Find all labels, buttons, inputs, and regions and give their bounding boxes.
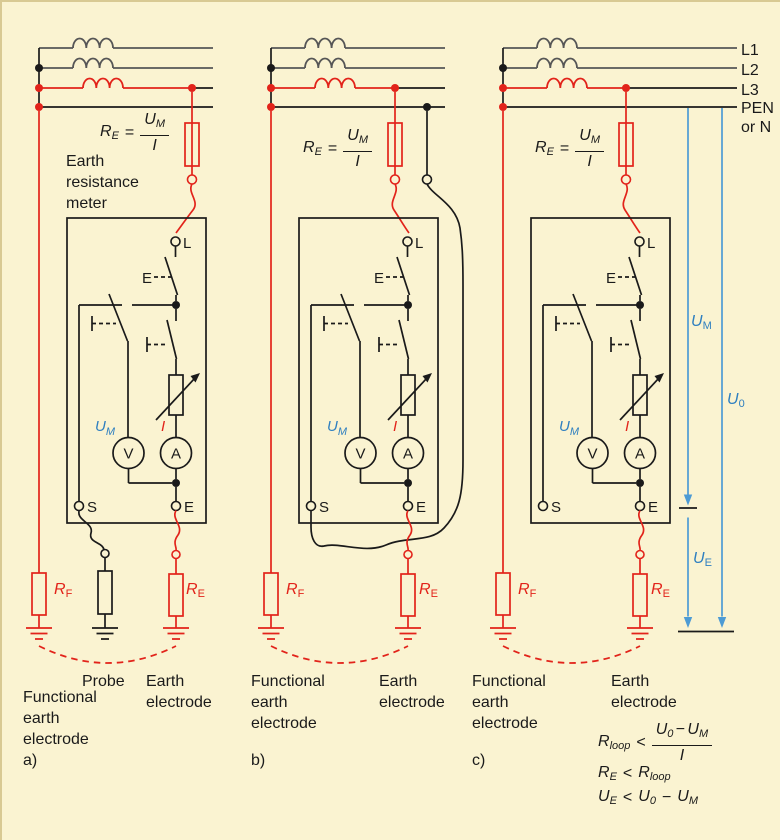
formula-rloop: Rloop < U0 − UM I — [598, 720, 713, 765]
panel-a-circuit — [26, 37, 213, 664]
ue-arrowhead-icon — [683, 617, 693, 628]
line-label-l1: L1 — [741, 42, 759, 59]
um-voltage-label: UM — [691, 313, 712, 332]
panel-c-circuit — [490, 37, 737, 664]
functional-earth-caption-c: Functional earth electrode — [472, 673, 546, 732]
meter-caption: Earth resistance meter — [66, 153, 139, 212]
meter-a — [66, 217, 207, 524]
rf-label-c: RF — [518, 581, 537, 600]
star-point-b — [266, 47, 276, 112]
page-edge-left — [0, 0, 2, 840]
re-branch-c — [627, 511, 653, 640]
um-arrowhead-icon — [683, 494, 693, 506]
panel-letter-a: a) — [23, 752, 38, 769]
fuse-branch-c — [618, 92, 641, 234]
line-label-pen: PEN — [741, 100, 774, 117]
formula-re-lt-rloop: RE < Rloop — [598, 764, 671, 783]
fuse-branch-a — [175, 92, 200, 234]
pen-to-s-wire-b — [310, 111, 464, 550]
re-label-a: RE — [186, 581, 205, 600]
earth-electrode-caption-a: Earth electrode — [146, 673, 212, 711]
re-label-c: RE — [651, 581, 670, 600]
probe-branch-a — [78, 510, 119, 640]
fuse-a — [184, 122, 200, 167]
soil-arc-c — [502, 645, 641, 664]
ue-voltage-label: UE — [693, 550, 712, 569]
meter-b — [298, 217, 439, 524]
line-label-or-n: or N — [741, 119, 772, 136]
rf-branch-b — [258, 111, 284, 639]
supply-lines-a — [39, 37, 213, 108]
rf-label-b: RF — [286, 581, 305, 600]
u0-voltage-label: U0 — [727, 391, 745, 410]
meter-c — [530, 217, 671, 524]
voltage-annotation-arrows — [678, 108, 734, 633]
rf-branch-a — [26, 111, 52, 639]
page-edge-top — [0, 0, 780, 2]
probe-caption: Probe — [82, 673, 125, 690]
probe-resistor — [97, 570, 113, 615]
probe-ground-icon — [91, 627, 119, 640]
formula-ue: UE < U0 − UM — [598, 788, 699, 807]
star-point-a — [34, 47, 44, 112]
rf-label-a: RF — [54, 581, 73, 600]
panel-b-circuit — [258, 37, 464, 664]
functional-earth-caption-a: Functional earth electrode — [23, 689, 97, 748]
soil-arc-a — [38, 645, 177, 664]
fuse-b — [387, 122, 403, 167]
re-branch-a — [163, 511, 189, 640]
earth-electrode-caption-c: Earth electrode — [611, 673, 677, 711]
line-label-l2: L2 — [741, 62, 759, 79]
re-branch-b — [395, 511, 421, 640]
u0-arrowhead-icon — [717, 617, 727, 628]
fuse-branch-b — [387, 92, 410, 234]
star-point-c — [498, 47, 508, 112]
earth-electrode-caption-b: Earth electrode — [379, 673, 445, 711]
fuse-c — [618, 122, 634, 167]
panel-letter-b: b) — [251, 752, 266, 769]
supply-lines-c — [503, 37, 737, 108]
line-label-l3: L3 — [741, 82, 759, 99]
panel-letter-c: c) — [472, 752, 486, 769]
rf-branch-c — [490, 111, 516, 639]
functional-earth-caption-b: Functional earth electrode — [251, 673, 325, 732]
re-label-b: RE — [419, 581, 438, 600]
soil-arc-b — [270, 645, 409, 664]
supply-lines-b — [271, 37, 445, 111]
